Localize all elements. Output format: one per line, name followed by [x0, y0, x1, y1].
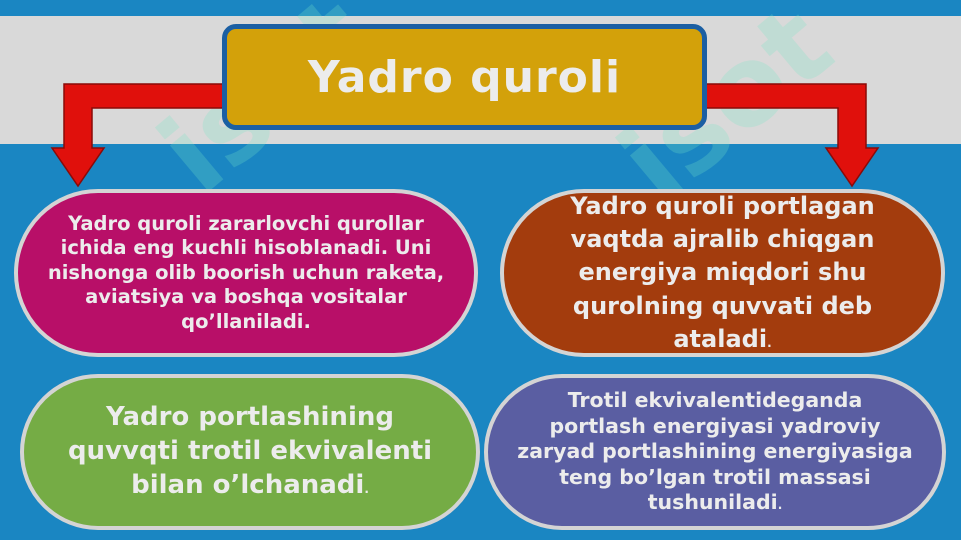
- info-box-4-suffix: .: [777, 498, 783, 513]
- page-title: Yadro quroli: [307, 51, 622, 103]
- right-arrow-shape: [703, 83, 880, 188]
- info-box-3: Yadro portlashining quvvqti trotil ekviv…: [20, 374, 480, 530]
- info-box-1: Yadro quroli zararlovchi qurollar ichida…: [14, 189, 478, 357]
- title-box: Yadro quroli: [222, 24, 707, 130]
- info-box-3-content: Yadro portlashining quvvqti trotil ekviv…: [54, 401, 446, 502]
- info-box-3-suffix: .: [364, 481, 369, 496]
- top-band: [0, 0, 961, 16]
- info-box-2-content: Yadro quroli portlagan vaqtda ajralib ch…: [540, 192, 905, 353]
- info-box-4-content: Trotil ekvivalentideganda portlash energ…: [516, 388, 914, 516]
- left-arrow: [50, 83, 880, 188]
- info-box-2-suffix: .: [767, 335, 772, 350]
- info-box-2: Yadro quroli portlagan vaqtda ajralib ch…: [500, 189, 945, 357]
- info-box-4: Trotil ekvivalentideganda portlash energ…: [484, 374, 946, 530]
- info-box-4-text: Trotil ekvivalentideganda portlash energ…: [517, 387, 913, 515]
- info-box-1-text: Yadro quroli zararlovchi qurollar ichida…: [47, 211, 445, 333]
- info-box-3-text: Yadro portlashining quvvqti trotil ekviv…: [67, 402, 433, 500]
- info-box-2-text: Yadro quroli portlagan vaqtda ajralib ch…: [570, 192, 875, 353]
- left-arrow-shape: [50, 83, 227, 188]
